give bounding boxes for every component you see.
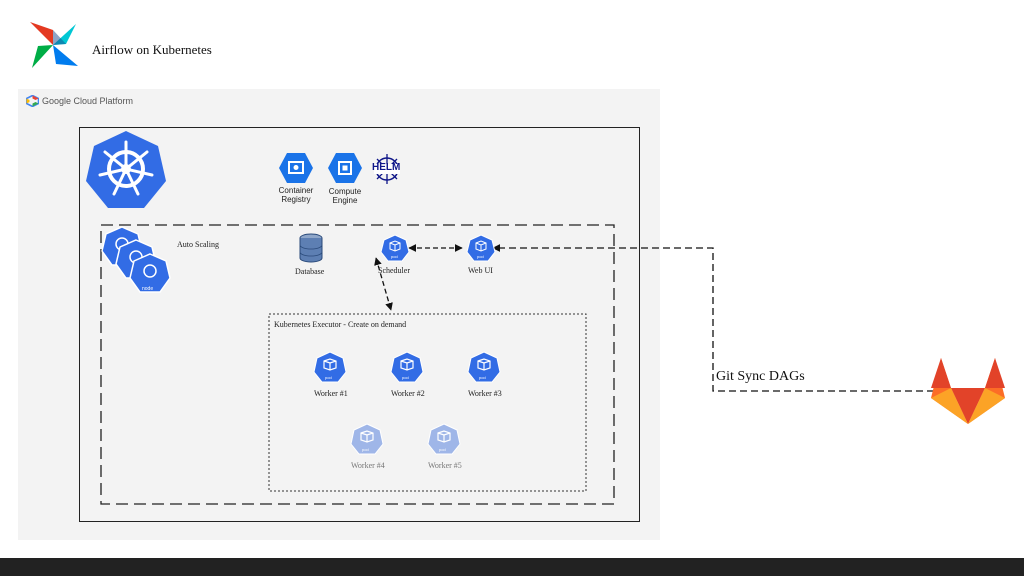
- worker-3-pod-icon: [467, 351, 501, 383]
- worker-1-pod-icon: [313, 351, 347, 383]
- worker-1-label: Worker #1: [314, 389, 348, 398]
- container-registry-icon: [279, 153, 313, 183]
- webui-pod-badge: pod: [477, 254, 484, 259]
- worker-2-label: Worker #2: [391, 389, 425, 398]
- scheduler-pod-badge: pod: [391, 254, 398, 259]
- worker-5-pod-badge: pod: [439, 447, 446, 452]
- auto-scaling-group-box: [100, 224, 615, 505]
- gcp-label: Google Cloud Platform: [42, 96, 134, 106]
- worker-4-label: Worker #4: [351, 461, 385, 470]
- database-label: Database: [295, 267, 325, 276]
- database-icon: [299, 233, 323, 263]
- git-sync-arrow: [492, 244, 934, 392]
- node-badge: node: [142, 286, 154, 292]
- gitlab-logo-icon: [931, 358, 1005, 424]
- worker-1-pod-badge: pod: [325, 375, 332, 380]
- google-cloud-icon: [26, 95, 39, 107]
- bottom-bar: [0, 558, 1024, 576]
- container-registry-label: Container Registry: [278, 186, 314, 204]
- worker-4-pod-badge: pod: [362, 447, 369, 452]
- scheduler-pod-icon: [380, 234, 410, 262]
- webui-pod-icon: [466, 234, 496, 262]
- worker-2-pod-badge: pod: [402, 375, 409, 380]
- node-stack-icon: [101, 226, 171, 293]
- auto-scaling-label: Auto Scaling: [177, 240, 219, 249]
- worker-5-pod-icon: [427, 423, 461, 455]
- helm-wheel-icon: [374, 154, 400, 184]
- page-title: Airflow on Kubernetes: [92, 42, 212, 57]
- kubernetes-cluster-frame: [79, 127, 640, 522]
- airflow-logo-icon: [30, 22, 78, 68]
- helm-label: HELM: [372, 162, 401, 173]
- executor-group-box: [268, 313, 587, 492]
- compute-engine-label: Compute Engine: [328, 187, 362, 205]
- compute-engine-icon: [328, 153, 362, 183]
- webui-label: Web UI: [468, 266, 493, 275]
- worker-3-label: Worker #3: [468, 389, 502, 398]
- worker-2-pod-icon: [390, 351, 424, 383]
- worker-4-pod-icon: [350, 423, 384, 455]
- scheduler-label: Scheduler: [378, 266, 410, 275]
- worker-3-pod-badge: pod: [479, 375, 486, 380]
- git-sync-label: Git Sync DAGs: [716, 369, 805, 384]
- executor-title: Kubernetes Executor - Create on demand: [274, 320, 407, 329]
- worker-5-label: Worker #5: [428, 461, 462, 470]
- kubernetes-logo-icon: [86, 131, 166, 208]
- scheduler-executor-arrow: [374, 257, 393, 311]
